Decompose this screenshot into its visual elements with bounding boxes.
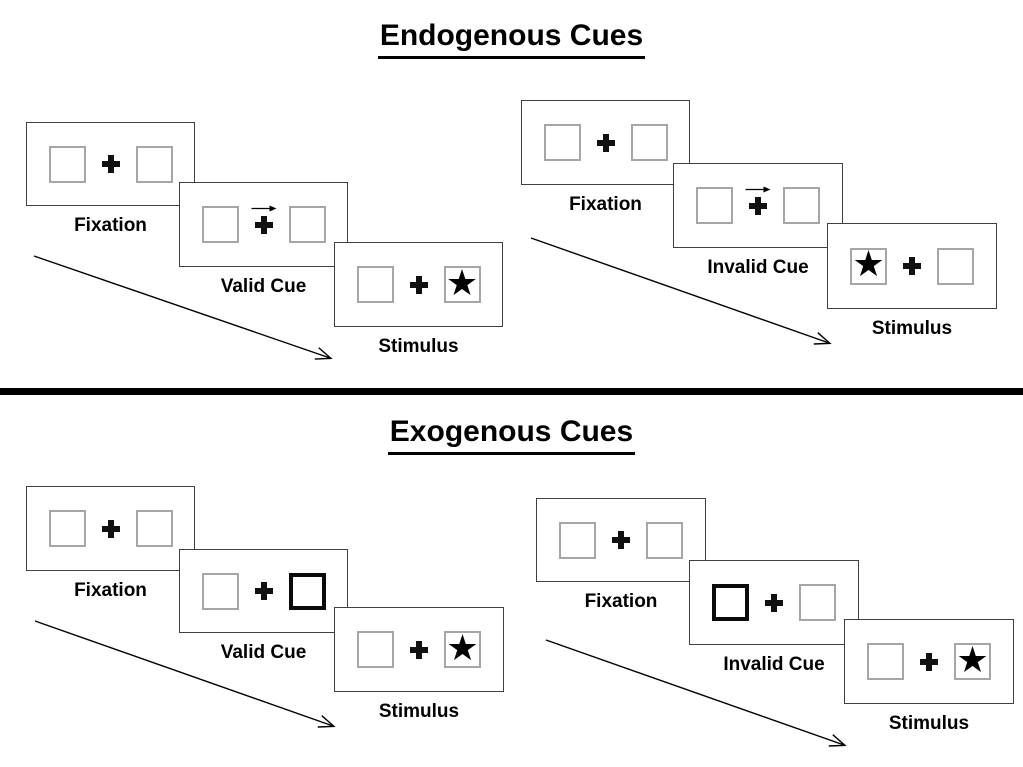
placeholder-box-left bbox=[356, 266, 394, 303]
placeholder-box-right bbox=[799, 584, 836, 621]
placeholder-box-left bbox=[357, 631, 394, 668]
fixation-cross-icon bbox=[596, 133, 615, 152]
fixation-cross-icon bbox=[254, 582, 273, 600]
exo-invalid-stimulus-screen: ★ bbox=[844, 619, 1014, 704]
endogenous-title: Endogenous Cues bbox=[9, 19, 1014, 59]
panel-label: Stimulus bbox=[888, 713, 970, 734]
placeholder-box-right bbox=[288, 206, 326, 243]
panel-label: Invalid Cue bbox=[707, 257, 809, 278]
cue-right-arrow-icon bbox=[745, 186, 771, 192]
fixation-cross-wrap bbox=[410, 640, 428, 659]
exo-valid-fixation-screen bbox=[26, 486, 195, 571]
placeholder-box-left bbox=[696, 187, 733, 224]
panel-label: Valid Cue bbox=[220, 276, 307, 297]
placeholder-box-right bbox=[630, 124, 668, 161]
exo-invalid-cue-screen bbox=[689, 560, 859, 645]
placeholder-box-right bbox=[135, 510, 173, 547]
fixation-cross-icon bbox=[903, 257, 921, 275]
fixation-cross-icon bbox=[765, 593, 783, 612]
fixation-cross-icon bbox=[749, 196, 767, 215]
fixation-cross-wrap bbox=[920, 652, 938, 671]
timeline-arrow bbox=[545, 639, 847, 747]
placeholder-box-left bbox=[559, 521, 596, 559]
fixation-cross-icon bbox=[410, 640, 428, 659]
fixation-cross-icon bbox=[254, 215, 273, 234]
endo-invalid-cue-screen bbox=[673, 163, 843, 248]
endo-valid-stimulus-screen: ★ bbox=[334, 242, 503, 327]
exo-invalid-fixation-screen bbox=[536, 498, 706, 582]
panel-label: Fixation bbox=[584, 591, 658, 612]
timeline-arrow bbox=[34, 620, 336, 728]
placeholder-box-left bbox=[543, 124, 581, 161]
fixation-cross-wrap bbox=[903, 257, 921, 275]
fixation-cross-icon bbox=[920, 652, 938, 671]
fixation-cross-wrap bbox=[612, 531, 630, 549]
fixation-cross-wrap bbox=[251, 205, 276, 234]
placeholder-box-left bbox=[201, 206, 239, 243]
fixation-cross-icon bbox=[612, 531, 630, 549]
fixation-cross-wrap bbox=[101, 155, 120, 173]
panel-label: Valid Cue bbox=[220, 642, 307, 663]
panel-label: Stimulus bbox=[871, 318, 953, 339]
placeholder-box-right bbox=[937, 247, 974, 285]
placeholder-box-left bbox=[48, 510, 86, 547]
fixation-cross-wrap bbox=[101, 519, 120, 538]
exo-valid-cue-screen bbox=[179, 549, 348, 633]
fixation-cross-wrap bbox=[765, 593, 783, 612]
section-divider bbox=[0, 388, 1023, 395]
panel-label: Fixation bbox=[569, 194, 642, 215]
placeholder-box-left bbox=[867, 643, 904, 680]
panel-label: Fixation bbox=[74, 580, 147, 601]
target-box: ★ bbox=[954, 639, 991, 681]
timeline-arrow bbox=[530, 237, 832, 345]
endo-invalid-fixation-screen bbox=[521, 100, 690, 185]
placeholder-box-right bbox=[783, 187, 820, 224]
panel-label: Invalid Cue bbox=[723, 654, 825, 675]
endogenous-title-text: Endogenous Cues bbox=[377, 19, 646, 59]
placeholder-box-left bbox=[201, 572, 239, 610]
cue-highlight-box bbox=[288, 572, 326, 610]
panel-label: Stimulus bbox=[378, 701, 460, 722]
endo-valid-fixation-screen bbox=[26, 122, 195, 206]
star-icon: ★ bbox=[852, 244, 885, 285]
exo-valid-stimulus-screen: ★ bbox=[334, 607, 504, 692]
star-icon: ★ bbox=[956, 639, 989, 681]
placeholder-box-right bbox=[135, 145, 173, 183]
cue-right-arrow-icon bbox=[251, 205, 276, 211]
fixation-cross-wrap bbox=[254, 582, 273, 600]
target-box: ★ bbox=[443, 262, 481, 304]
fixation-cross-icon bbox=[409, 275, 428, 294]
timeline-arrow bbox=[33, 255, 333, 360]
target-box: ★ bbox=[444, 627, 481, 669]
fixation-cross-wrap bbox=[745, 186, 771, 215]
fixation-cross-wrap bbox=[596, 133, 615, 152]
exogenous-title: Exogenous Cues bbox=[9, 415, 1014, 455]
star-icon: ★ bbox=[445, 262, 479, 304]
panel-label: Stimulus bbox=[378, 336, 459, 357]
exogenous-title-text: Exogenous Cues bbox=[387, 415, 636, 455]
cue-highlight-box bbox=[712, 584, 749, 621]
fixation-cross-icon bbox=[101, 519, 120, 538]
fixation-cross-icon bbox=[101, 155, 120, 173]
star-icon: ★ bbox=[446, 627, 479, 669]
fixation-cross-wrap bbox=[409, 275, 428, 294]
endo-valid-cue-screen bbox=[179, 182, 348, 267]
panel-label: Fixation bbox=[74, 215, 147, 236]
placeholder-box-left bbox=[48, 145, 86, 183]
placeholder-box-right bbox=[646, 521, 683, 559]
endo-invalid-stimulus-screen: ★ bbox=[827, 223, 997, 309]
target-box: ★ bbox=[850, 244, 887, 285]
